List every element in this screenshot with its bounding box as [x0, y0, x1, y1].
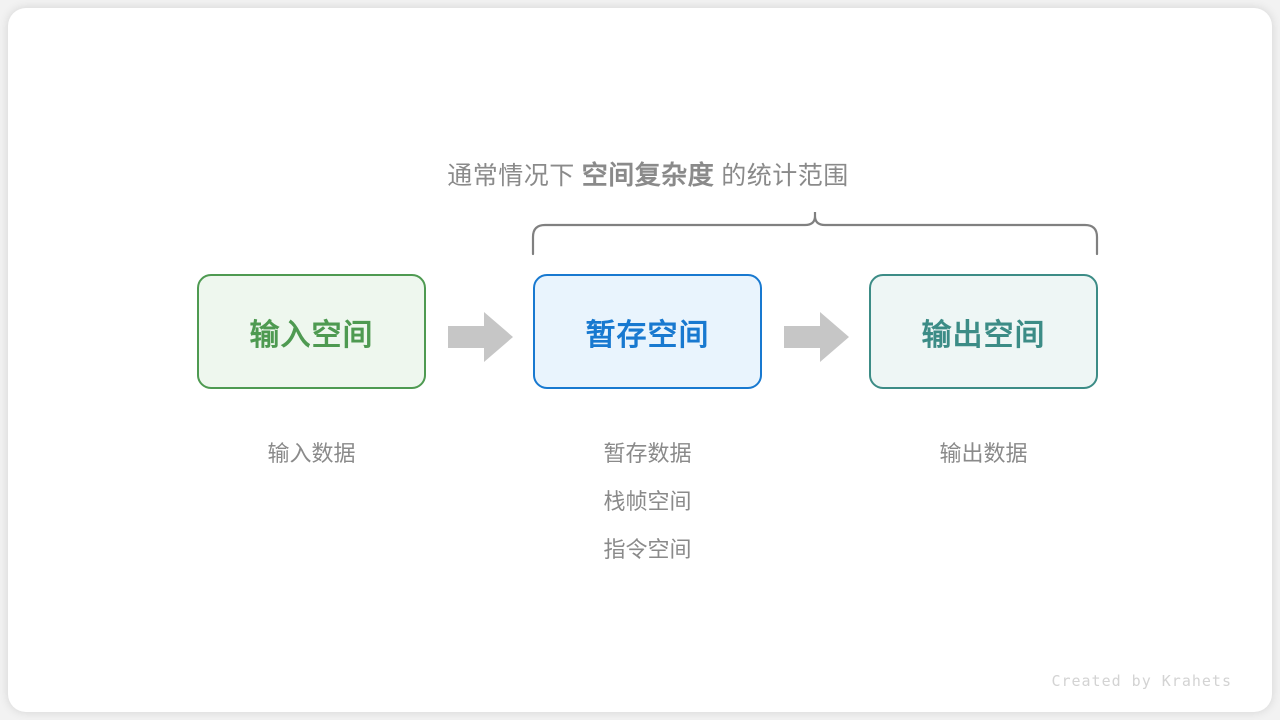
box-input-space-label: 输入空间: [249, 318, 374, 352]
label-temp-line-3: 指令空间: [603, 537, 692, 562]
arrow-input-to-temp-icon: [448, 312, 513, 362]
label-temp-line-1: 暂存数据: [603, 441, 692, 466]
caption-prefix: 通常情况下: [447, 162, 575, 190]
caption-emphasis: 空间复杂度: [581, 160, 715, 190]
caption-suffix: 的统计范围: [721, 162, 849, 190]
arrow-temp-to-output-icon: [784, 312, 849, 362]
box-temp-space[interactable]: 暂存空间: [533, 274, 762, 389]
watermark-credit: Created by Krahets: [1051, 672, 1232, 690]
box-input-space[interactable]: 输入空间: [197, 274, 426, 389]
label-input-line-1: 输入数据: [267, 441, 356, 466]
box-temp-space-label: 暂存空间: [585, 318, 710, 352]
labels-input-space: 输入数据: [197, 430, 426, 478]
brace-caption: 通常情况下空间复杂度的统计范围: [8, 158, 1280, 193]
labels-temp-space: 暂存数据 栈帧空间 指令空间: [533, 430, 762, 574]
curly-brace-icon: [531, 212, 1099, 256]
box-output-space-label: 输出空间: [921, 318, 1046, 352]
labels-output-space: 输出数据: [869, 430, 1098, 478]
slide-card: 通常情况下空间复杂度的统计范围 输入空间 暂存空间 输出空间 输入数据 暂存数据: [8, 8, 1272, 712]
label-temp-line-2: 栈帧空间: [603, 489, 692, 514]
label-output-line-1: 输出数据: [939, 441, 1028, 466]
box-output-space[interactable]: 输出空间: [869, 274, 1098, 389]
